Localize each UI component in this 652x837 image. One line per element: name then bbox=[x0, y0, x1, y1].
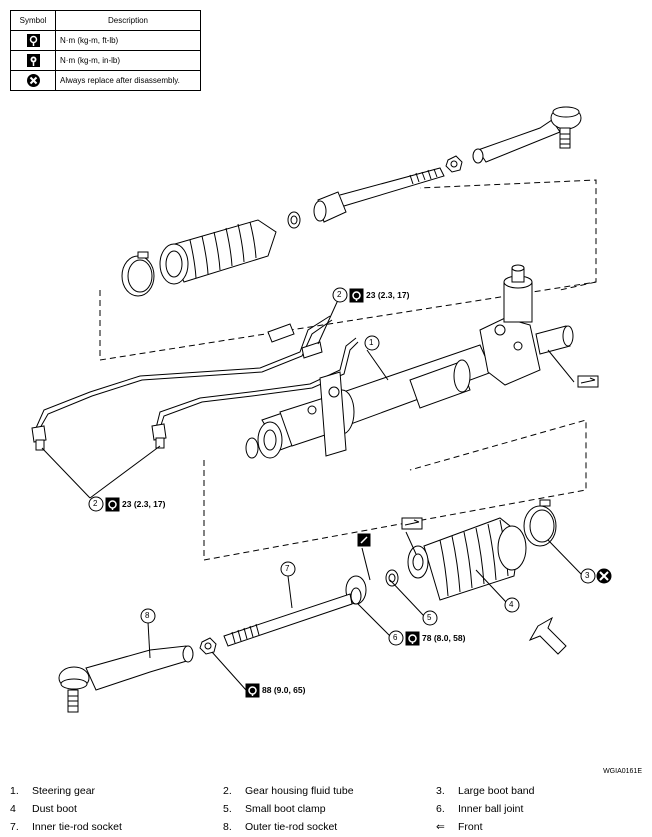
part-name: Gear housing fluid tube bbox=[245, 784, 354, 797]
callout-labels: 1 2 23 (2.3, 17) 2 23 (2.3, 17) 7 8 3 4 … bbox=[93, 290, 590, 695]
part-name: Small boot clamp bbox=[245, 802, 326, 815]
list-item: 7. Inner tie-rod socket bbox=[10, 818, 223, 835]
callout-5: 5 bbox=[427, 613, 432, 622]
part-number: 2. bbox=[223, 784, 232, 797]
lower-small-boot-clamp bbox=[385, 569, 399, 587]
torque-value-upper: 23 (2.3, 17) bbox=[366, 290, 410, 300]
inner-tie-rod-socket bbox=[223, 593, 353, 647]
figure-code: WGIA0161E bbox=[603, 768, 642, 775]
lower-lock-nut bbox=[199, 637, 217, 655]
callout-2-upper: 2 bbox=[337, 290, 342, 299]
callout-2-lower: 2 bbox=[93, 499, 98, 508]
torque-wrench-icon-detail bbox=[108, 291, 417, 696]
leader-lines bbox=[41, 299, 583, 691]
callout-1: 1 bbox=[369, 338, 374, 347]
list-item: 4 Dust boot bbox=[10, 800, 223, 817]
part-number: 6. bbox=[436, 802, 445, 815]
callout-3: 3 bbox=[585, 571, 590, 580]
torque-wrench-icon bbox=[26, 34, 40, 47]
sealant-icon bbox=[357, 533, 371, 547]
part-name: Inner ball joint bbox=[458, 802, 524, 815]
part-number: 8. bbox=[223, 820, 232, 833]
part-name: Dust boot bbox=[32, 802, 77, 815]
part-name: Large boot band bbox=[458, 784, 535, 797]
callout-6: 6 bbox=[393, 633, 398, 642]
callout-8: 8 bbox=[145, 611, 150, 620]
lower-dust-boot bbox=[407, 517, 527, 601]
gear-housing-fluid-tube bbox=[31, 315, 359, 451]
legend-header-row: Symbol Description bbox=[10, 10, 201, 31]
part-name: Inner tie-rod socket bbox=[32, 820, 122, 833]
legend-row: N·m (kg-m, in-lb) bbox=[10, 50, 201, 71]
front-arrow-icon: ⇐ bbox=[436, 820, 445, 833]
upper-dust-boot bbox=[159, 219, 277, 285]
legend-description: Always replace after disassembly. bbox=[55, 70, 201, 91]
part-number: 5. bbox=[223, 802, 232, 815]
front-arrow-icon bbox=[528, 616, 567, 655]
part-number: 3. bbox=[436, 784, 445, 797]
callout-7: 7 bbox=[285, 564, 290, 573]
upper-large-boot-band bbox=[121, 251, 155, 297]
part-name: Steering gear bbox=[32, 784, 96, 797]
list-item: 2. Gear housing fluid tube bbox=[223, 782, 436, 799]
torque-value-lower: 23 (2.3, 17) bbox=[122, 499, 166, 509]
upper-inner-tie-rod bbox=[313, 167, 445, 223]
part-name: Outer tie-rod socket bbox=[245, 820, 338, 833]
lower-large-boot-band bbox=[523, 499, 557, 547]
upper-outer-tie-rod-end bbox=[472, 106, 582, 164]
grease-application-icon bbox=[401, 375, 599, 530]
list-item: 8. Outer tie-rod socket bbox=[223, 818, 436, 835]
parts-list: 1. Steering gear 2. Gear housing fluid tub… bbox=[10, 782, 642, 835]
steering-gear-housing bbox=[245, 264, 574, 459]
upper-dashed-guide bbox=[99, 179, 597, 361]
torque-wrench-icon bbox=[105, 288, 420, 698]
list-item: 3. Large boot band bbox=[436, 782, 642, 799]
symbol-legend-table: Symbol Description N·m (kg-m, ft-lb) N·m… bbox=[10, 10, 201, 91]
list-item: ⇐ Front bbox=[436, 818, 642, 835]
legend-row: Always replace after disassembly. bbox=[10, 70, 201, 91]
upper-lock-nut bbox=[445, 155, 463, 173]
upper-small-boot-clamp bbox=[287, 211, 301, 229]
torque-value-lock-nut: 88 (9.0, 65) bbox=[262, 685, 306, 695]
torque-wrench-small-icon bbox=[26, 54, 40, 67]
part-number: 4 bbox=[10, 802, 16, 815]
callout-4: 4 bbox=[509, 600, 514, 609]
part-number: 1. bbox=[10, 784, 19, 797]
always-replace-icon bbox=[26, 74, 40, 87]
torque-value-inner-ball-joint: 78 (8.0, 58) bbox=[422, 633, 466, 643]
list-item: 6. Inner ball joint bbox=[436, 800, 642, 817]
list-item: 5. Small boot clamp bbox=[223, 800, 436, 817]
part-number: 7. bbox=[10, 820, 19, 833]
callout-circles bbox=[88, 287, 596, 646]
outer-tie-rod-socket bbox=[58, 645, 194, 713]
list-item: 1. Steering gear bbox=[10, 782, 223, 799]
always-replace-icon bbox=[596, 568, 612, 584]
part-name: Front bbox=[458, 820, 483, 833]
